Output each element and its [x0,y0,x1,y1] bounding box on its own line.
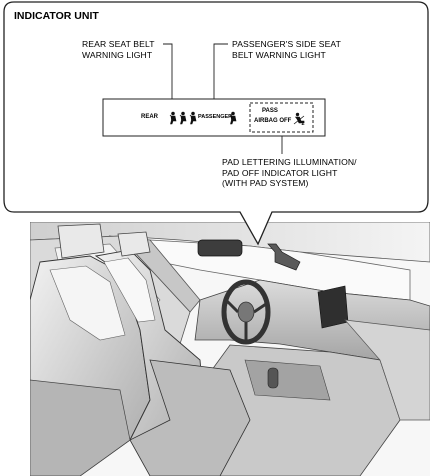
callout-title: INDICATOR UNIT [14,10,99,22]
car-interior-illustration [30,222,430,476]
panel-rear-text: REAR [141,114,159,120]
label-passenger-seat-belt-line2: BELT WARNING LIGHT [232,49,326,60]
label-rear-seat-belt-line2: WARNING LIGHT [82,49,153,60]
label-passenger-seat-belt-line1: PASSENGER'S SIDE SEAT [232,39,341,49]
label-pad-line2: PAD OFF INDICATOR LIGHT [222,167,338,178]
label-pad-line1: PAD LETTERING ILLUMINATION/ [222,157,357,167]
svg-text:2: 2 [302,121,305,127]
panel-passenger-text: PASSENGER [198,114,233,120]
label-pad-indicator: PAD LETTERING ILLUMINATION/ PAD OFF INDI… [222,157,357,189]
label-rear-seat-belt: REAR SEAT BELT WARNING LIGHT [82,39,155,60]
child-seat-icon: 2 [293,112,305,127]
indicator-panel [102,98,326,137]
label-passenger-seat-belt: PASSENGER'S SIDE SEAT BELT WARNING LIGHT [232,39,341,60]
pad-dashed-box [249,102,314,133]
label-pad-line3: (WITH PAD SYSTEM) [222,178,309,188]
label-rear-seat-belt-line1: REAR SEAT BELT [82,39,155,49]
panel-pass-text: PASS [262,108,278,114]
panel-airbag-off-text: AIRBAG OFF [254,118,292,124]
seatbelt-icons [169,111,237,125]
